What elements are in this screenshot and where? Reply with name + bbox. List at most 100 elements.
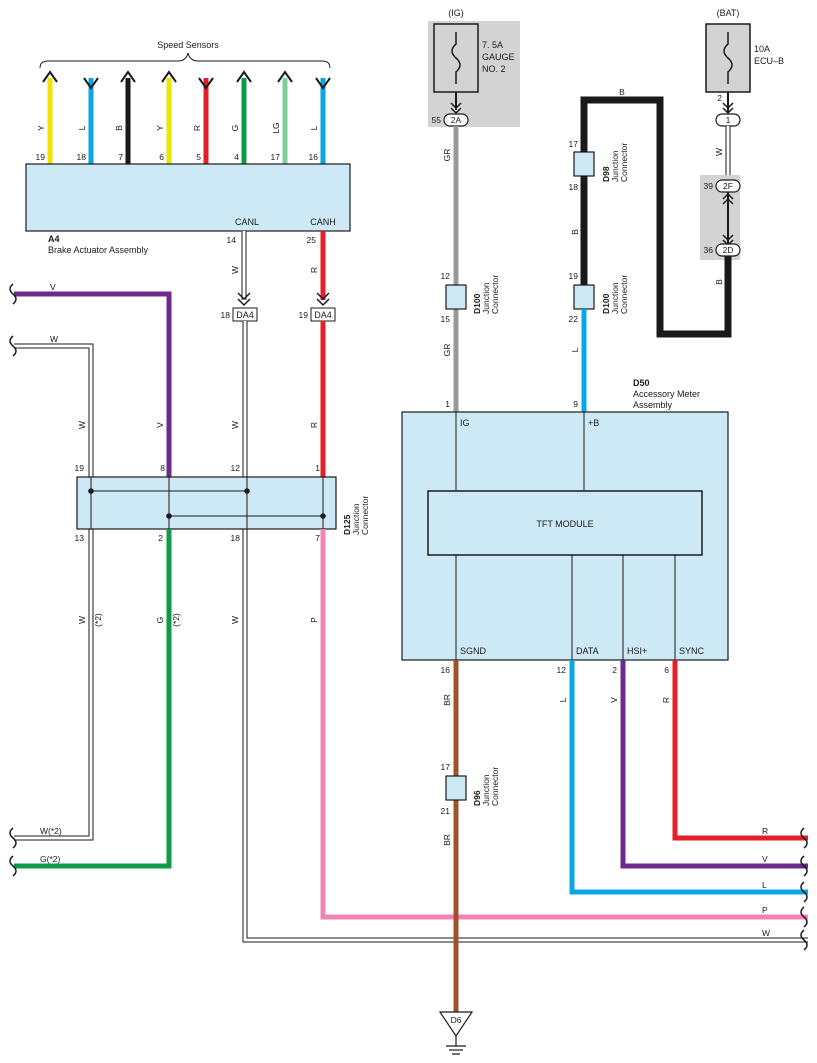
- p-wire: [320, 529, 808, 920]
- bat-fuse-icon: [723, 32, 733, 84]
- canh-wire-color: R: [309, 267, 319, 273]
- sensor-arrow-icon: [83, 77, 99, 90]
- bat-arrow: [722, 102, 734, 115]
- sensor-pin: 16: [309, 152, 319, 162]
- d100-ig-name-2: Connector: [490, 275, 500, 314]
- d100-b-pin-bottom: 22: [569, 314, 579, 324]
- d125-pin-top-19: 19: [75, 463, 85, 473]
- sensor-arrow-icon: [277, 70, 293, 83]
- d96-code: D96: [472, 790, 482, 806]
- d50-pin-16: 16: [441, 665, 451, 675]
- da4-pin-w: 18: [221, 310, 231, 320]
- d98-name-1: Junction: [610, 150, 620, 182]
- d100-ig-connector: [445, 284, 467, 310]
- bat-2f-label: 2F: [723, 181, 733, 191]
- sensor-pin: 19: [36, 152, 46, 162]
- d100-ig-code: D100: [472, 293, 482, 314]
- left-g-bottom-label: G(*2): [40, 854, 60, 864]
- d96-br-label: BR: [442, 834, 452, 846]
- left-break-w-bottom: [9, 827, 17, 849]
- d96-name-2: Connector: [490, 767, 500, 806]
- speed-sensors-group: Speed Sensors Y19FL+L18FL–B7FR+Y6FR–R5RL…: [36, 40, 332, 180]
- sensor-pin: 18: [77, 152, 87, 162]
- ig-source: (IG): [448, 8, 464, 18]
- left-break-v: [9, 283, 17, 305]
- bat-fuse-line-1: 10A: [754, 44, 770, 54]
- ig-fuse-line-1: 7. 5A: [482, 40, 503, 50]
- d50-term-b: +B: [588, 418, 599, 428]
- ground-label: D6: [451, 1015, 462, 1025]
- d98-pin-top: 17: [569, 139, 579, 149]
- bat-2f-pin: 39: [704, 181, 714, 191]
- d50-wire-v: V: [609, 697, 619, 703]
- d125-pin-top-8: 8: [160, 463, 165, 473]
- canl-wire-color: W: [230, 266, 240, 274]
- left-w-wire: [14, 343, 94, 841]
- left-w-bottom-label: W(*2): [40, 826, 62, 836]
- sensor-wire-color: G: [230, 125, 240, 132]
- d50-name-2: Assembly: [633, 400, 673, 410]
- ig-fuse-line-2: GAUGE: [482, 52, 515, 62]
- d98-pin-bottom: 18: [569, 182, 579, 192]
- d100-ig-pin-bottom: 15: [441, 314, 451, 324]
- d96-name-1: Junction: [481, 774, 491, 806]
- sensor-arrow-icon: [315, 77, 331, 90]
- wire-v-above-d125: V: [155, 422, 165, 428]
- left-break-g-bottom: [9, 855, 17, 877]
- d100-b-code: D100: [601, 293, 611, 314]
- sensor-arrow-icon: [42, 70, 58, 83]
- d96-pin-top: 17: [441, 762, 451, 772]
- ig-arrow: [450, 102, 462, 115]
- left-v-label: V: [50, 282, 56, 292]
- d125-pin-top-1: 1: [315, 463, 320, 473]
- sensor-pin: 5: [196, 152, 201, 162]
- sensor-wire-color: L: [77, 125, 87, 130]
- right-wire-p: P: [762, 905, 768, 915]
- wire-w-below-d125: W: [77, 616, 87, 624]
- d50-wire-l: L: [558, 697, 568, 702]
- d100-b-name-2: Connector: [619, 275, 629, 314]
- canh-pin: 25: [307, 235, 317, 245]
- sensor-pin: 7: [118, 152, 123, 162]
- bat-b-top-label: B: [619, 87, 625, 97]
- d50-pin-ig: 1: [445, 399, 450, 409]
- ig-2a-label: 2A: [451, 115, 462, 125]
- sensor-wire-color: B: [114, 125, 124, 131]
- d50-term-data: DATA: [576, 646, 599, 656]
- hsi-v-wire: [620, 660, 808, 869]
- wire-p-below-d125: P: [309, 617, 319, 623]
- d98-name-2: Connector: [619, 143, 629, 182]
- ig-fuse-icon: [451, 32, 461, 84]
- ig-gr-label: GR: [442, 149, 452, 162]
- d50-term-sync: SYNC: [679, 646, 705, 656]
- bat-b-wire: [580, 96, 732, 338]
- d96-connector: [445, 775, 467, 801]
- sensor-wire-color: Y: [36, 125, 46, 131]
- g-wire: [14, 529, 172, 869]
- wire-g-note: (*2): [171, 613, 181, 627]
- d96-pin-bottom: 21: [441, 806, 451, 816]
- da4-label-w: DA4: [236, 310, 254, 320]
- d125-code: D125: [342, 514, 352, 535]
- sensor-arrow-icon: [120, 70, 136, 83]
- sync-r-wire: [672, 660, 808, 841]
- d98-code: D98: [601, 166, 611, 182]
- d125-pin-bottom-2: 2: [158, 533, 163, 543]
- d100-b-name-1: Junction: [610, 282, 620, 314]
- d50-pin-12: 12: [557, 665, 567, 675]
- ig-2a-pin: 55: [432, 115, 442, 125]
- d125-pin-top-12: 12: [231, 463, 241, 473]
- bat-connector-1-label: 1: [726, 115, 731, 125]
- canl-terminal: CANL: [235, 217, 259, 227]
- sensor-arrow-icon: [161, 70, 177, 83]
- bat-pin-2: 2: [717, 93, 722, 103]
- d100-b-l-label: L: [570, 347, 580, 352]
- wire-g-below-d125: G: [155, 617, 165, 624]
- bat-w-label: W: [714, 148, 724, 156]
- right-wire-r: R: [762, 826, 768, 836]
- sensor-wire-color: L: [309, 125, 319, 130]
- d125-internal-lines: [88, 477, 326, 529]
- tft-module-box: [427, 490, 703, 556]
- right-wire-breaks: [800, 827, 808, 951]
